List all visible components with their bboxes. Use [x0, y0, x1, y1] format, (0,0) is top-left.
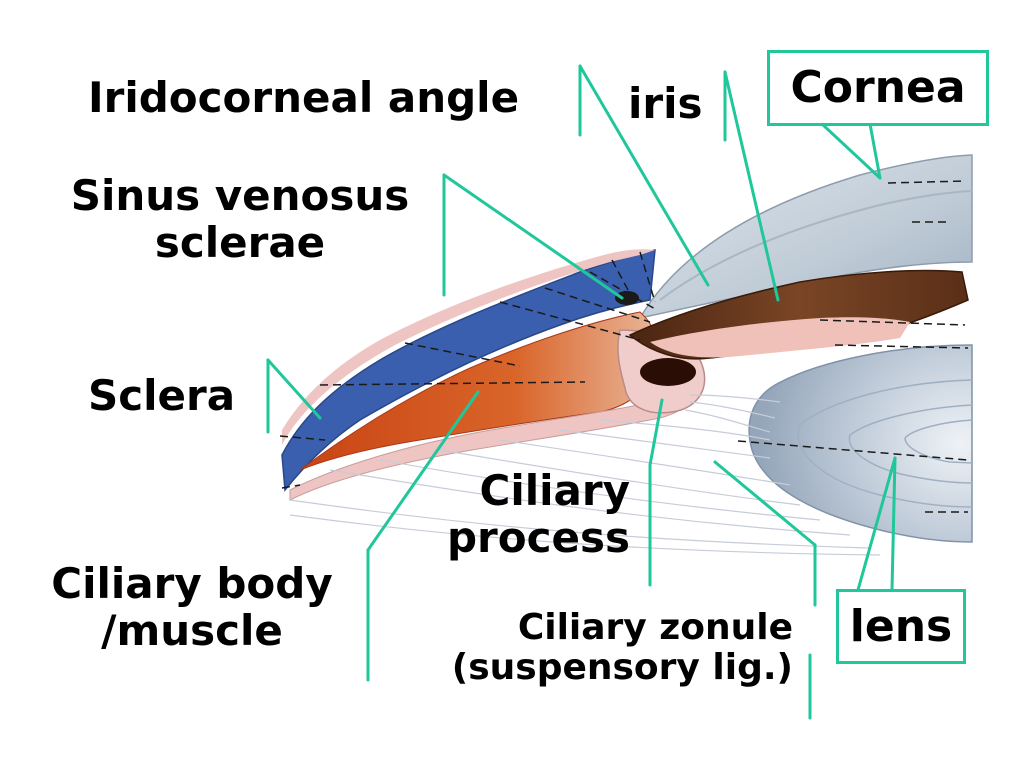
lens-label-box: lens	[836, 589, 966, 664]
cornea-label-box: Cornea	[767, 50, 989, 126]
label-ciliary-zonule-line2: (suspensory lig.)	[451, 647, 793, 689]
leader-ciliary-process	[648, 398, 664, 467]
label-lens: lens	[849, 600, 953, 652]
label-sclera: Sclera	[88, 371, 236, 420]
ciliary-zonule-fibers	[289, 394, 881, 556]
iris-pigment-layer	[650, 317, 910, 358]
leader-iridocorneal	[578, 64, 710, 287]
sinus-venosus-spot	[615, 291, 639, 305]
label-iridocorneal-angle: Iridocorneal angle	[88, 73, 520, 122]
label-ciliary-zonule: Ciliary zonule (suspensory lig.)	[405, 607, 793, 689]
label-sinus-venosus-line1: Sinus venosus	[70, 171, 410, 220]
leader-lens-2	[890, 456, 897, 592]
label-ciliary-zonule-line1: Ciliary zonule	[517, 607, 793, 648]
leader-sinus	[442, 173, 624, 300]
leader-cornea-2	[868, 122, 882, 180]
leader-sclera	[266, 358, 322, 420]
lens-ring-3	[904, 419, 973, 464]
label-sinus-venosus: Sinus venosus sclerae	[55, 172, 425, 266]
label-ciliary-body-line1: Ciliary body	[51, 559, 333, 608]
lens-tissue	[748, 344, 973, 543]
label-sinus-venosus-line2: sclerae	[154, 218, 326, 268]
label-ciliary-process-line1: Ciliary	[479, 466, 630, 515]
lens-ring-2	[848, 404, 973, 484]
cornea-inner-layer	[659, 190, 973, 301]
leader-zonule	[713, 460, 817, 547]
lens-ring-1	[797, 379, 973, 508]
label-ciliary-process-line2: process	[446, 513, 630, 563]
leader-iris	[723, 70, 780, 302]
leader-ciliary-body	[366, 390, 480, 552]
leader-lines	[266, 64, 897, 720]
label-ciliary-body-line2: /muscle	[101, 606, 283, 656]
label-ciliary-body: Ciliary body /muscle	[38, 560, 346, 654]
label-iris: iris	[628, 79, 703, 128]
label-ciliary-process: Ciliary process	[430, 467, 630, 561]
sclera-tissue	[281, 249, 656, 492]
dashed-pointer-lines	[279, 180, 969, 513]
leader-cornea	[820, 122, 882, 180]
posterior-chamber-dark	[640, 358, 696, 386]
label-cornea: Cornea	[790, 62, 966, 114]
leader-lens-1	[856, 456, 897, 592]
